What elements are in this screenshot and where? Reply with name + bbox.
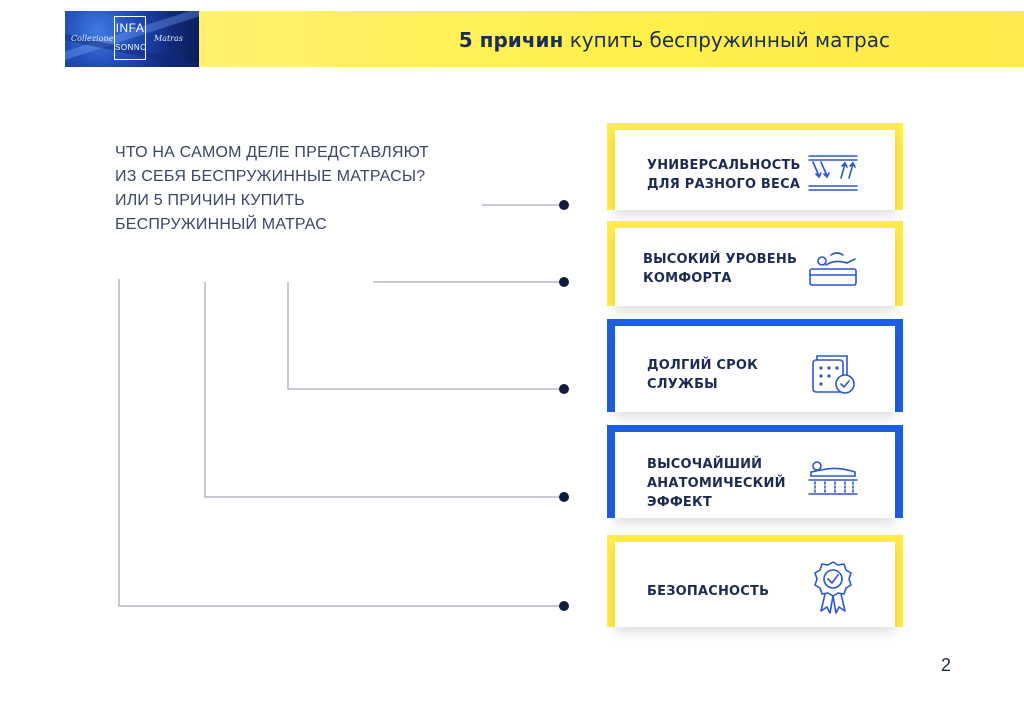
- page-title: 5 причин купить беспружинный матрас: [380, 26, 890, 54]
- intro-line: ИЗ СЕБЯ БЕСПРУЖИННЫЕ МАТРАСЫ?: [115, 168, 426, 185]
- logo-box: INFA SONNO: [114, 16, 146, 60]
- intro-line: ЧТО НА САМОМ ДЕЛЕ ПРЕДСТАВЛЯЮТ: [115, 144, 430, 161]
- sleeping-person-icon: [809, 252, 857, 286]
- safety-badge-icon: [814, 561, 852, 614]
- page-number: 2: [941, 655, 952, 675]
- connector-dot-5: [559, 601, 569, 611]
- logo-script-left: Collezione: [71, 34, 114, 43]
- connector-dot-1: [559, 200, 569, 210]
- connector-line-5: [118, 279, 564, 607]
- connector-line-4: [204, 282, 564, 498]
- anatomic-body-icon: [808, 461, 858, 495]
- connector-dot-4: [559, 492, 569, 502]
- connector-line-3: [287, 282, 564, 390]
- weight-arrows-icon: [808, 155, 858, 191]
- title-rest: купить беспружинный матрас: [563, 28, 890, 52]
- logo-script-right: Matras: [154, 34, 183, 43]
- intro-line: ИЛИ 5 ПРИЧИН КУПИТЬ: [115, 192, 305, 209]
- brand-logo: Collezione INFA SONNO Matras: [65, 11, 199, 67]
- logo-text-line1: INFA: [115, 21, 145, 35]
- header-bar: [65, 11, 1024, 67]
- card-label: БЕЗОПАСНОСТЬ: [647, 584, 770, 599]
- connector-dot-2: [559, 277, 569, 287]
- mattress-check-icon: [812, 355, 855, 394]
- logo-text-line2: SONNO: [115, 43, 147, 52]
- title-bold: 5 причин: [458, 28, 564, 52]
- connector-dot-3: [559, 384, 569, 394]
- reason-card-safety: БЕЗОПАСНОСТЬ: [607, 535, 903, 627]
- intro-text: ЧТО НА САМОМ ДЕЛЕ ПРЕДСТАВЛЯЮТ ИЗ СЕБЯ Б…: [115, 141, 429, 237]
- intro-line: БЕСПРУЖИННЫЙ МАТРАС: [115, 216, 328, 233]
